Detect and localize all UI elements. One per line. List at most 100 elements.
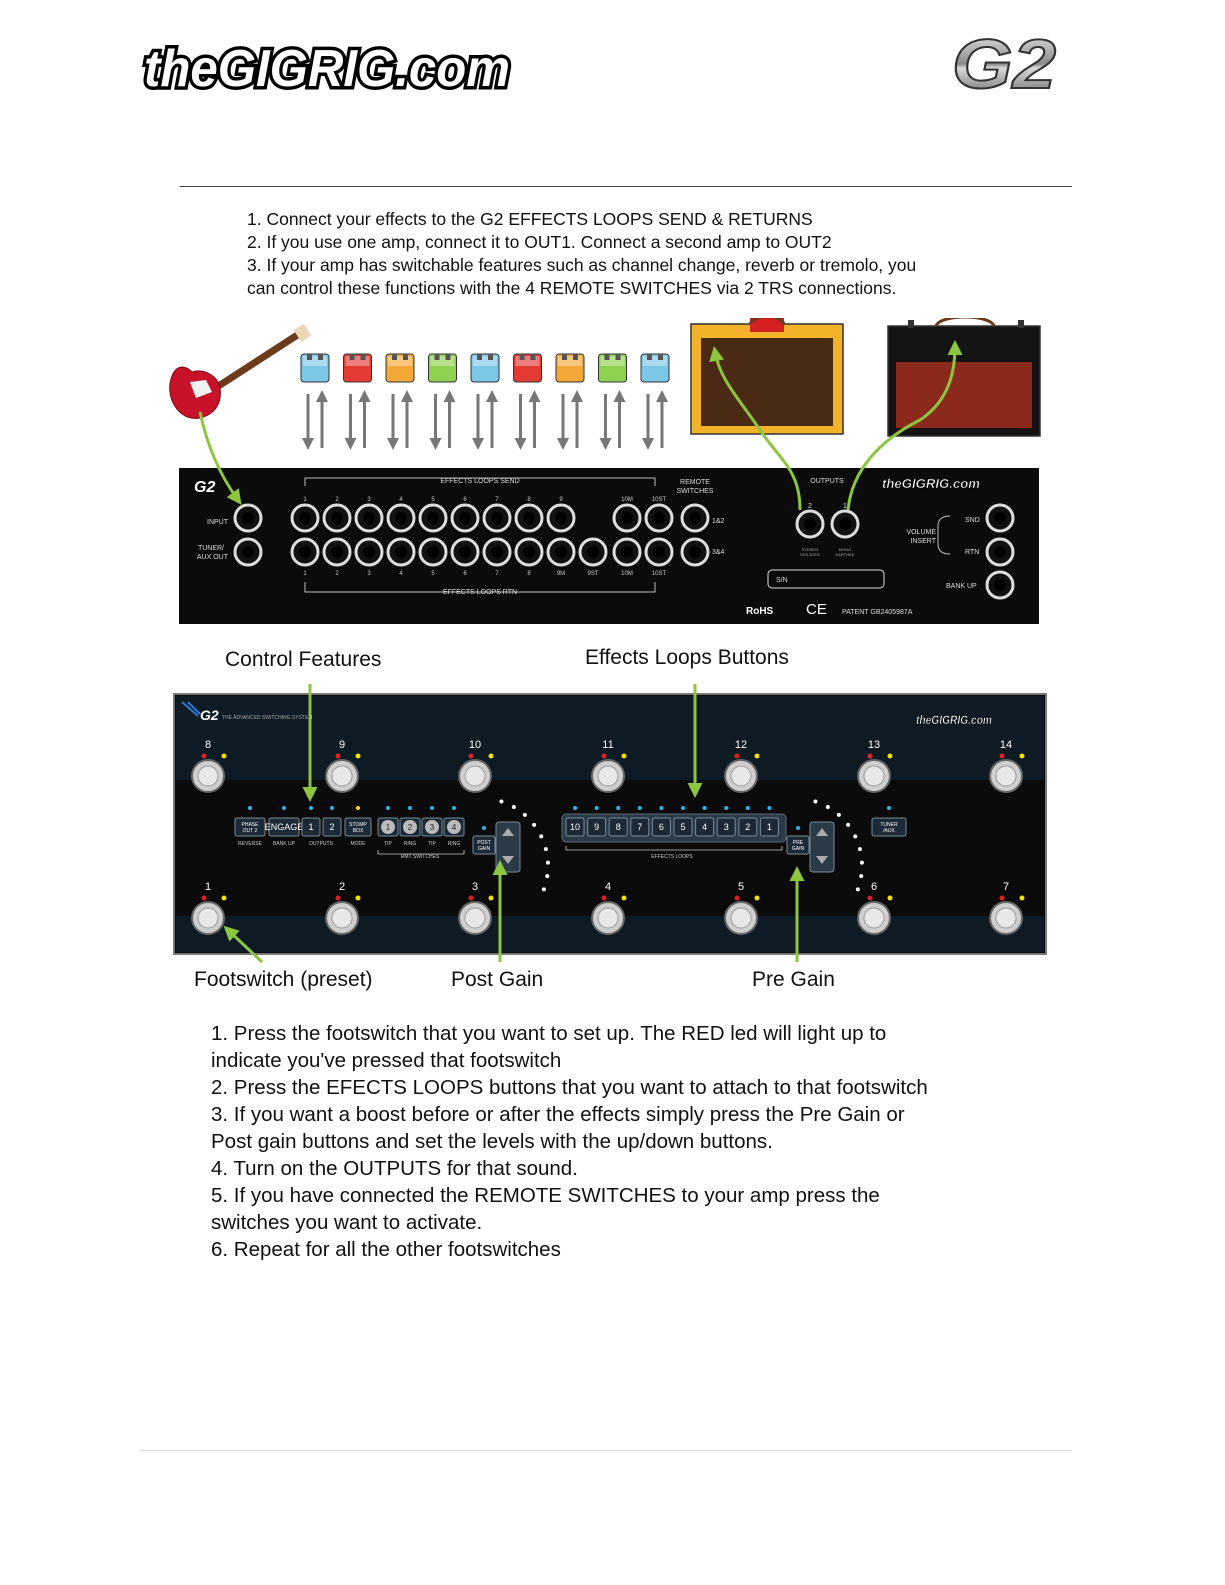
button-text: 4 bbox=[702, 822, 707, 832]
footswitch-button[interactable]: 11 bbox=[591, 739, 627, 793]
setup-step: can control these functions with the 4 R… bbox=[247, 278, 897, 298]
effects-loop-button[interactable]: 1 bbox=[759, 817, 779, 837]
yellow-led bbox=[621, 895, 627, 901]
effects-loop-button[interactable]: 9 bbox=[587, 817, 607, 837]
red-led bbox=[867, 895, 873, 901]
return-jack bbox=[578, 537, 608, 567]
pedal bbox=[385, 353, 415, 450]
engage-button[interactable]: ENGAGE bbox=[265, 817, 304, 837]
effects-loop-button[interactable]: 3 bbox=[716, 817, 736, 837]
return-jack bbox=[546, 537, 576, 567]
footswitch-button[interactable]: 14 bbox=[989, 739, 1025, 793]
yellow-led bbox=[887, 753, 893, 759]
out-2-label: 2 bbox=[808, 503, 812, 510]
status-led bbox=[452, 806, 456, 810]
send-jack bbox=[644, 503, 674, 533]
remote-switch-button[interactable]: 1 bbox=[377, 817, 399, 837]
post-gain-label: Post Gain bbox=[451, 968, 544, 991]
status-led bbox=[637, 806, 642, 810]
footswitch-number: 9 bbox=[339, 739, 345, 751]
footswitch-number: 4 bbox=[605, 881, 611, 893]
status-led bbox=[681, 806, 685, 810]
remote-title: REMOTE bbox=[680, 479, 710, 486]
effects-loop-button[interactable]: 10 bbox=[565, 817, 585, 837]
control-features-label: Control Features bbox=[225, 648, 382, 671]
tuner-label-2: AUX OUT bbox=[197, 554, 229, 561]
status-led bbox=[594, 806, 599, 810]
effects-loop-button[interactable]: 4 bbox=[695, 817, 715, 837]
button-text: ENGAGE bbox=[265, 822, 304, 832]
tuner-jack bbox=[233, 537, 263, 567]
out-1-sub: MONO bbox=[839, 547, 851, 552]
rtn-number: 4 bbox=[399, 571, 403, 577]
button-text: BOX bbox=[353, 828, 364, 834]
footswitch-button[interactable]: 6 bbox=[857, 881, 893, 935]
remote-switch-button[interactable]: 3 bbox=[421, 817, 443, 837]
gain-level-dot bbox=[539, 834, 544, 839]
pedal bbox=[555, 353, 585, 450]
status-led bbox=[745, 806, 750, 810]
post-gain-up-down[interactable] bbox=[495, 821, 521, 873]
send-number: 7 bbox=[495, 497, 499, 503]
button-text: OUT 2 bbox=[243, 828, 258, 834]
send-number: 3 bbox=[367, 497, 371, 503]
bank-up-jack bbox=[985, 570, 1015, 600]
programming-step: 6. Repeat for all the other footswitches bbox=[211, 1238, 561, 1261]
tuner-aux-button[interactable]: TUNER/AUX bbox=[871, 817, 907, 837]
effects-loop-button[interactable]: 8 bbox=[608, 817, 628, 837]
footswitch-button[interactable]: 13 bbox=[857, 739, 893, 793]
effects-loop-button[interactable]: 5 bbox=[673, 817, 693, 837]
effects-loop-button[interactable]: 6 bbox=[651, 817, 671, 837]
footswitch-number: 14 bbox=[1000, 739, 1012, 751]
output-1-button[interactable]: 1 bbox=[301, 817, 321, 837]
footswitch-button[interactable]: 1 bbox=[191, 881, 227, 935]
footswitch-number: 13 bbox=[868, 739, 880, 751]
footswitch-button[interactable]: 12 bbox=[724, 739, 760, 793]
status-led bbox=[482, 826, 486, 830]
remote-1-jack bbox=[680, 503, 710, 533]
footswitch-button[interactable]: 7 bbox=[989, 881, 1025, 935]
return-jack bbox=[482, 537, 512, 567]
programming-steps: 1. Press the footswitch that you want to… bbox=[211, 1020, 1031, 1263]
footswitch-button[interactable]: 5 bbox=[724, 881, 760, 935]
effects-loop-button[interactable]: 2 bbox=[738, 817, 758, 837]
gain-level-dot bbox=[857, 847, 862, 852]
remote-switch-button[interactable]: 4 bbox=[443, 817, 465, 837]
loops-caption: EFFECTS LOOPS bbox=[651, 854, 693, 860]
status-led bbox=[724, 806, 729, 810]
rtn-number: 9M bbox=[557, 571, 565, 577]
remote-switch-button[interactable]: 2 bbox=[399, 817, 421, 837]
volume-insert-label: VOLUME bbox=[906, 529, 936, 536]
gain-level-dot bbox=[511, 805, 516, 810]
red-led bbox=[468, 895, 474, 901]
red-led bbox=[867, 753, 873, 759]
footswitch-button[interactable]: 9 bbox=[325, 739, 361, 793]
rear-model-label: G2 bbox=[194, 479, 215, 496]
setup-steps: 1. Connect your effects to the G2 EFFECT… bbox=[247, 208, 1027, 300]
effects-loop-button[interactable]: 7 bbox=[630, 817, 650, 837]
footswitch-button[interactable]: 4 bbox=[591, 881, 627, 935]
footswitch-button[interactable]: 10 bbox=[458, 739, 494, 793]
return-jack bbox=[514, 537, 544, 567]
yellow-led bbox=[355, 895, 361, 901]
footswitch-button[interactable]: 8 bbox=[191, 739, 227, 793]
button-text: PHASE bbox=[242, 822, 260, 828]
output-2-button[interactable]: 2 bbox=[322, 817, 342, 837]
status-led bbox=[386, 806, 390, 810]
footswitch-button[interactable]: 3 bbox=[458, 881, 494, 935]
footswitch-button[interactable]: 2 bbox=[325, 881, 361, 935]
programming-step: indicate you've pressed that footswitch bbox=[211, 1049, 562, 1072]
button-text: 7 bbox=[637, 822, 642, 832]
button-text: 8 bbox=[616, 822, 621, 832]
send-number: 1 bbox=[303, 497, 307, 503]
pre-gain-up-down[interactable] bbox=[809, 821, 835, 873]
out-1-label: 1 bbox=[843, 503, 847, 510]
gain-level-dot bbox=[859, 860, 864, 865]
red-led bbox=[734, 753, 740, 759]
